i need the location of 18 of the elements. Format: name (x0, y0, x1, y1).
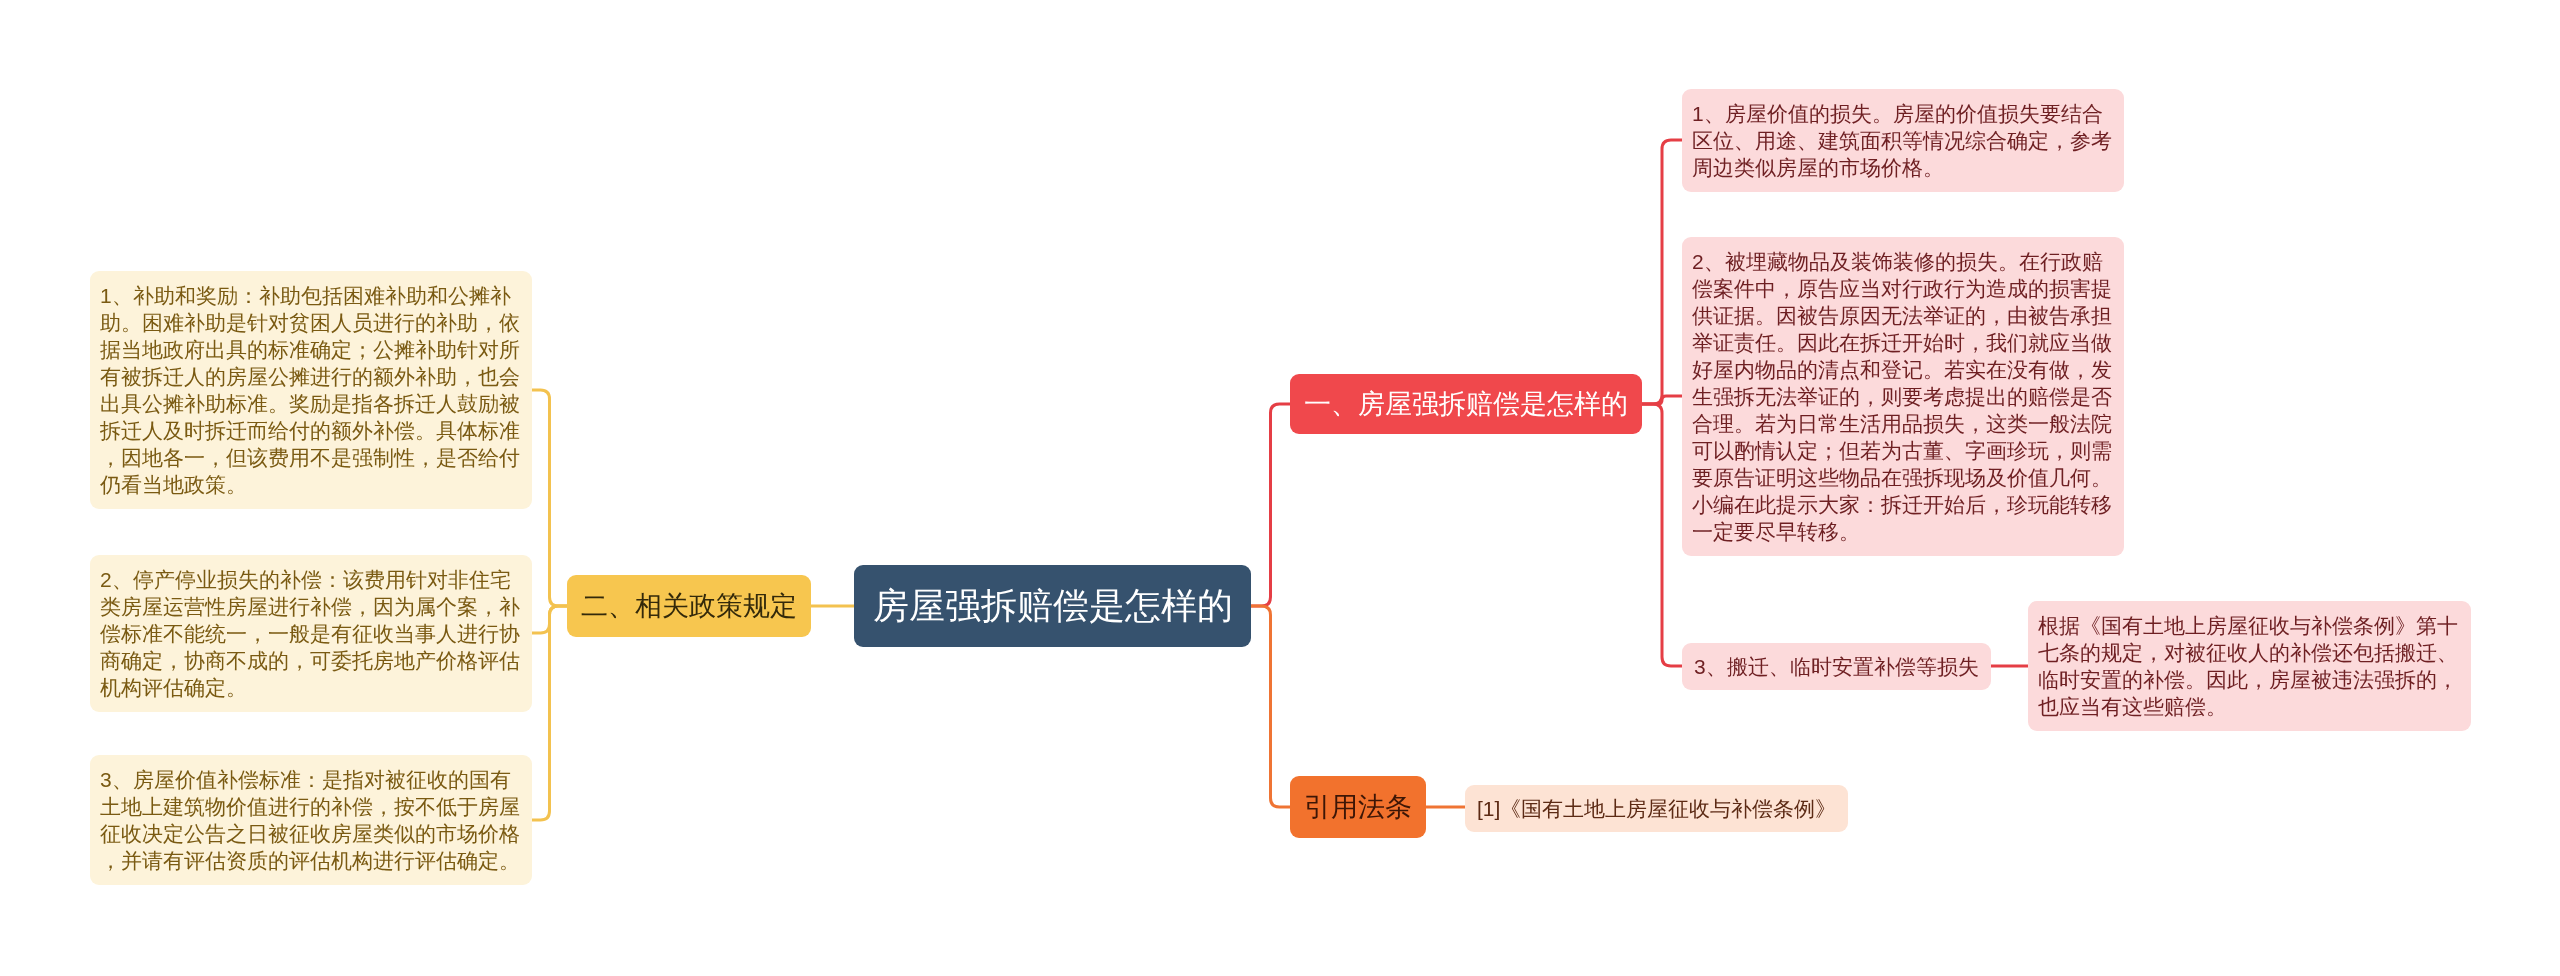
note-box: [1]《国有土地上房屋征收与补偿条例》 (1465, 784, 1849, 832)
branch-topic-box: 二、相关政策规定 (567, 575, 811, 637)
connector-line (1426, 805, 1465, 809)
branch-topic-box: 引用法条 (1290, 776, 1426, 838)
note-box: 3、房屋价值补偿标准：是指对被征收的国有土地上建筑物价值进行的补偿，按不低于房屋征收决定公告之日被征收房屋类似的市场价格，并请有评估资质的评估机构进行评估确定。 (90, 755, 532, 885)
note-box: 根据《国有土地上房屋征收与补偿条例》第十七条的规定，对被征收人的补偿还包括搬迁、临时安置的补偿。因此，房屋被违法强拆的，也应当有这些赔偿。 (2028, 601, 2471, 731)
connector-line (1251, 604, 1290, 809)
connector-line (811, 604, 854, 608)
note-box: 2、被埋藏物品及装饰装修的损失。在行政赔偿案件中，原告应当对行政行为造成的损害提供证据。因被告原因无法举证的，由被告承担举证责任。因此在拆迁开始时，我们就应当做好屋内物品的清点和登记。若实在没有做，发生强拆无法举证的，则要考虑提出的赔偿是否合理。若为日常生活用品损失，这类一般法院可以酌情认定；但若为古董、字画珍玩，则需要原告证明这些物品在强拆现场及价值几何。小编在此提示大家：拆迁开始后，珍玩能转移一定要尽早转移。 (1682, 236, 2124, 556)
note-box: 3、搬迁、临时安置补偿等损失 (1682, 642, 1991, 690)
connector-line (1642, 402, 1682, 668)
connector-line (1990, 664, 2028, 668)
connector-line (532, 604, 567, 822)
note-box: 2、停产停业损失的补偿：该费用针对非住宅类房屋运营性房屋进行补偿，因为属个案，补偿标准不能统一，一般是有征收当事人进行协商确定，协商不成的，可委托房地产价格评估机构评估确定。 (90, 554, 532, 712)
note-box: 1、补助和奖励：补助包括困难补助和公摊补助。困难补助是针对贫困人员进行的补助，依据当地政府出具的标准确定；公摊补助针对所有被拆迁人的房屋公摊进行的额外补助，也会出具公摊补助标准。奖励是指各拆迁人鼓励被拆迁人及时拆迁而给付的额外补偿。具体标准，因地各一，但该费用不是强制性，是否给付仍看当地政策。 (90, 271, 532, 509)
branch-topic-box: 一、房屋强拆赔偿是怎样的 (1290, 374, 1642, 434)
main-topic-box: 房屋强拆赔偿是怎样的 (854, 565, 1251, 647)
note-box: 1、房屋价值的损失。房屋的价值损失要结合区位、用途、建筑面积等情况综合确定，参考周边类似房屋的市场价格。 (1682, 88, 2124, 192)
